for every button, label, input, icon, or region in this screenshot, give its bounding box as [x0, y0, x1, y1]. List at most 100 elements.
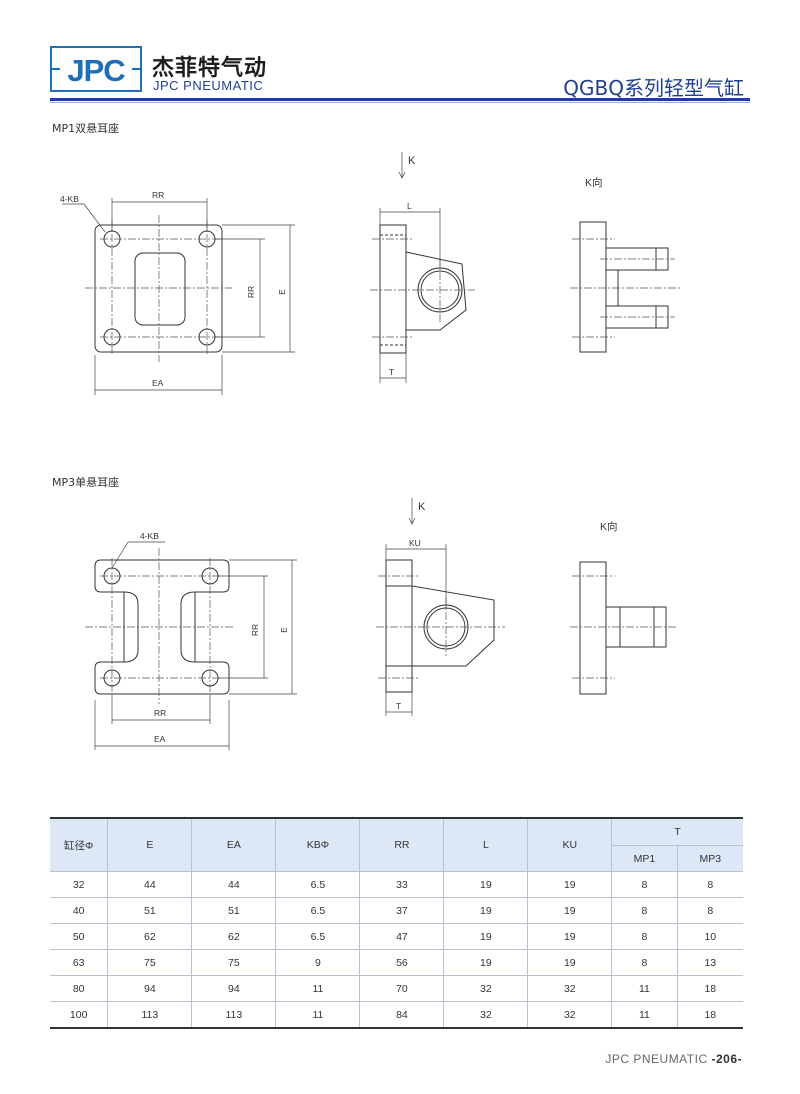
- col-header: L: [443, 817, 529, 872]
- mp1-dim-t: T: [389, 367, 394, 377]
- table-cell: 10: [676, 923, 743, 950]
- mp3-dim-rr-side: RR: [250, 624, 260, 636]
- table-cell: 32: [50, 871, 109, 898]
- table-cell: 11: [611, 975, 678, 1002]
- mp1-dim-kb: 4-KB: [60, 194, 79, 204]
- sub-header: MP3: [676, 845, 743, 872]
- mp1-side-flange: [379, 224, 407, 354]
- mp3-dim-rr-bottom: RR: [154, 708, 166, 718]
- col-header: KBΦ: [275, 817, 361, 872]
- table-cell: 51: [191, 897, 277, 924]
- table-cell: 32: [443, 1001, 529, 1029]
- table-cell: 8: [676, 871, 743, 898]
- mp3-dim-kb: 4-KB: [140, 531, 159, 541]
- section-label-mp1: MP1双悬耳座: [52, 122, 120, 135]
- mp1-dim-ea: EA: [152, 378, 164, 388]
- table-cell: 33: [359, 871, 445, 898]
- mp3-k-arrow-label: K: [418, 501, 426, 513]
- mp1-front-window: [134, 252, 186, 326]
- table-cell: 11: [611, 1001, 678, 1029]
- table-cell: 11: [275, 1001, 361, 1029]
- table-cell: 44: [107, 871, 193, 898]
- table-cell: 80: [50, 975, 109, 1002]
- mp3-side-body: [385, 559, 495, 693]
- table-cell: 51: [107, 897, 193, 924]
- mp1-k-arrow-label: K: [408, 155, 416, 167]
- col-header: KU: [527, 817, 613, 872]
- table-cell: 8: [611, 923, 678, 950]
- footer: JPC PNEUMATIC -206-: [605, 1052, 742, 1066]
- table-cell: 19: [443, 897, 529, 924]
- mp1-front-plate: [94, 224, 223, 353]
- table-cell: 94: [191, 975, 277, 1002]
- mp1-dim-e: E: [277, 289, 287, 295]
- table-cell: 8: [611, 871, 678, 898]
- col-header: T: [611, 817, 743, 846]
- section-label-mp3: MP3单悬耳座: [52, 476, 120, 489]
- col-header: RR: [359, 817, 445, 872]
- table-cell: 6.5: [275, 871, 361, 898]
- series-title: QGBQ系列轻型气缸: [563, 76, 744, 100]
- table-cell: 32: [527, 1001, 613, 1029]
- table-cell: 40: [50, 897, 109, 924]
- table-cell: 113: [107, 1001, 193, 1029]
- table-cell: 19: [443, 871, 529, 898]
- table-cell: 44: [191, 871, 277, 898]
- col-header: 缸径Φ: [50, 817, 109, 872]
- mp3-drawing: 4-KB RR E RR EA KU T K K向: [85, 498, 678, 750]
- table-cell: 75: [107, 949, 193, 976]
- table-cell: 8: [611, 949, 678, 976]
- mp3-dim-t: T: [396, 701, 401, 711]
- table-cell: 75: [191, 949, 277, 976]
- table-cell: 19: [527, 923, 613, 950]
- table-cell: 62: [107, 923, 193, 950]
- table-cell: 19: [527, 897, 613, 924]
- table-cell: 63: [50, 949, 109, 976]
- table-cell: 11: [275, 975, 361, 1002]
- table-cell: 19: [527, 949, 613, 976]
- table-cell: 6.5: [275, 897, 361, 924]
- table-cell: 84: [359, 1001, 445, 1029]
- header-rule: [50, 98, 750, 101]
- mp3-kview-flange: [579, 561, 607, 695]
- table-cell: 13: [676, 949, 743, 976]
- brand-name-cn: 杰菲特气动: [152, 56, 268, 81]
- col-header: EA: [191, 817, 277, 872]
- header-rule-thin: [50, 102, 750, 103]
- jpc-logo: JPC: [50, 46, 142, 92]
- footer-brand: JPC PNEUMATIC: [605, 1052, 708, 1066]
- logo-text: JPC: [67, 53, 125, 88]
- table-cell: 8: [611, 897, 678, 924]
- table-cell: 19: [443, 949, 529, 976]
- page-number: -206-: [711, 1052, 742, 1066]
- table-cell: 19: [527, 871, 613, 898]
- table-cell: 6.5: [275, 923, 361, 950]
- table-cell: 18: [676, 975, 743, 1002]
- table-cell: 9: [275, 949, 361, 976]
- brand-name-en: JPC PNEUMATIC: [153, 78, 264, 93]
- table-cell: 62: [191, 923, 277, 950]
- mp1-kview-flange: [579, 221, 607, 353]
- table-cell: 32: [443, 975, 529, 1002]
- table-cell: 113: [191, 1001, 277, 1029]
- mp1-drawing: RR 4-KB RR E EA L T K K向: [60, 152, 680, 395]
- table-cell: 18: [676, 1001, 743, 1029]
- table-cell: 56: [359, 949, 445, 976]
- mp1-dim-rr-side: RR: [246, 286, 256, 298]
- mp1-dim-l: L: [407, 201, 412, 211]
- table-cell: 70: [359, 975, 445, 1002]
- sub-header: MP1: [611, 845, 678, 872]
- table-cell: 94: [107, 975, 193, 1002]
- mp3-dim-ea: EA: [154, 734, 166, 744]
- table-cell: 8: [676, 897, 743, 924]
- table-cell: 32: [527, 975, 613, 1002]
- mp1-side-ear: [405, 251, 467, 331]
- table-cell: 37: [359, 897, 445, 924]
- table-cell: 47: [359, 923, 445, 950]
